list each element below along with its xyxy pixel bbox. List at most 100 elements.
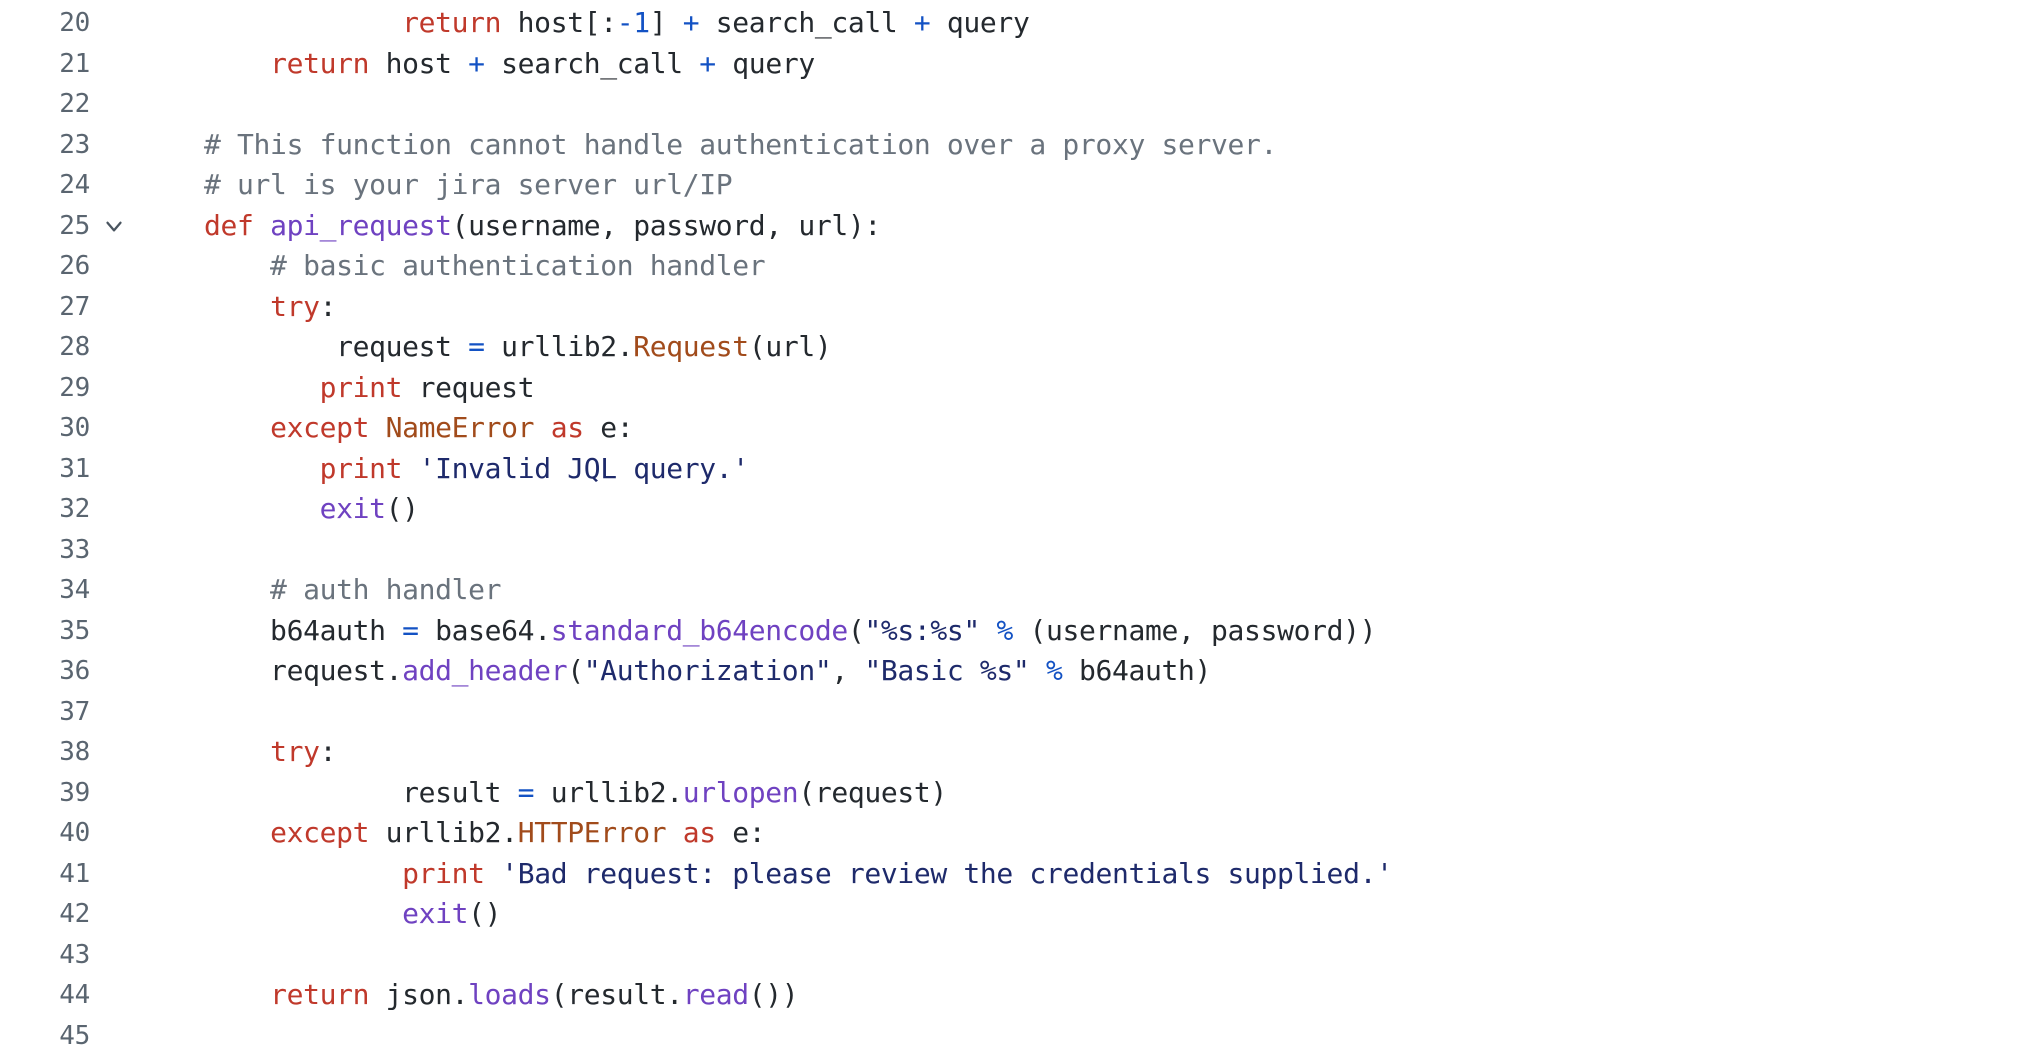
- token-string: 'Invalid JQL query.': [419, 452, 749, 485]
- code-line-content: # auth handler: [138, 570, 2022, 611]
- token-keyword: as: [551, 411, 584, 444]
- code-line-content: try:: [138, 732, 2022, 773]
- code-line[interactable]: 25 def api_request(username, password, u…: [0, 206, 2022, 247]
- code-editor[interactable]: 20 return host[:-1] + search_call + quer…: [0, 0, 2022, 1032]
- line-number: 33: [0, 530, 90, 571]
- line-number: 25: [0, 206, 90, 247]
- line-number: 21: [0, 44, 90, 85]
- code-line-content: def api_request(username, password, url)…: [138, 206, 2022, 247]
- code-line[interactable]: 29 print request: [0, 368, 2022, 409]
- code-line-content: # url is your jira server url/IP: [138, 165, 2022, 206]
- code-line[interactable]: 45: [0, 1016, 2022, 1056]
- code-line[interactable]: 33: [0, 530, 2022, 571]
- token-plain: [369, 411, 386, 444]
- code-line[interactable]: 39 result = urllib2.urlopen(request): [0, 773, 2022, 814]
- code-line[interactable]: 36 request.add_header("Authorization", "…: [0, 651, 2022, 692]
- line-number: 26: [0, 246, 90, 287]
- code-line-content: result = urllib2.urlopen(request): [138, 773, 2022, 814]
- code-line[interactable]: 22: [0, 84, 2022, 125]
- token-func: loads: [468, 978, 551, 1011]
- code-line[interactable]: 30 except NameError as e:: [0, 408, 2022, 449]
- token-operator: %: [1046, 654, 1063, 687]
- token-string: "Basic %s": [864, 654, 1029, 687]
- code-line[interactable]: 27 try:: [0, 287, 2022, 328]
- token-plain: [254, 209, 271, 242]
- code-line-content: return json.loads(result.read()): [138, 975, 2022, 1016]
- code-line-content: print 'Bad request: please review the cr…: [138, 854, 2022, 895]
- code-line-content: try:: [138, 287, 2022, 328]
- token-plain: host[:: [501, 6, 617, 39]
- code-line-content: return host + search_call + query: [138, 44, 2022, 85]
- token-plain: [138, 978, 270, 1011]
- token-keyword: return: [402, 6, 501, 39]
- token-plain: [980, 614, 997, 647]
- token-plain: request.: [138, 654, 402, 687]
- code-line-content: except NameError as e:: [138, 408, 2022, 449]
- code-line[interactable]: 44 return json.loads(result.read()): [0, 975, 2022, 1016]
- code-line-content: exit(): [138, 489, 2022, 530]
- code-line[interactable]: 26 # basic authentication handler: [0, 246, 2022, 287]
- token-keyword: try: [270, 735, 320, 768]
- token-plain: b64auth: [138, 614, 402, 647]
- line-number: 41: [0, 854, 90, 895]
- token-operator: +: [683, 6, 700, 39]
- token-plain: [138, 492, 320, 525]
- code-line[interactable]: 35 b64auth = base64.standard_b64encode("…: [0, 611, 2022, 652]
- token-keyword: except: [270, 411, 369, 444]
- token-plain: [534, 411, 551, 444]
- token-operator: =: [468, 330, 485, 363]
- token-plain: (result.: [551, 978, 683, 1011]
- token-keyword: return: [270, 47, 369, 80]
- token-plain: urllib2.: [534, 776, 683, 809]
- token-operator: =: [402, 614, 419, 647]
- token-plain: (: [567, 654, 584, 687]
- code-line[interactable]: 21 return host + search_call + query: [0, 44, 2022, 85]
- token-class: Request: [633, 330, 749, 363]
- token-plain: [138, 47, 270, 80]
- token-keyword: print: [320, 371, 403, 404]
- token-plain: (request): [798, 776, 947, 809]
- line-number: 30: [0, 408, 90, 449]
- code-line[interactable]: 24 # url is your jira server url/IP: [0, 165, 2022, 206]
- token-class: NameError: [386, 411, 535, 444]
- token-plain: [1029, 654, 1046, 687]
- code-line[interactable]: 40 except urllib2.HTTPError as e:: [0, 813, 2022, 854]
- token-plain: request: [402, 371, 534, 404]
- token-plain: [666, 816, 683, 849]
- code-line-content: return host[:-1] + search_call + query: [138, 3, 2022, 44]
- code-line[interactable]: 32 exit(): [0, 489, 2022, 530]
- token-func: api_request: [270, 209, 452, 242]
- token-plain: base64.: [419, 614, 551, 647]
- line-number: 24: [0, 165, 90, 206]
- code-line[interactable]: 37: [0, 692, 2022, 733]
- token-plain: [138, 411, 270, 444]
- code-line[interactable]: 31 print 'Invalid JQL query.': [0, 449, 2022, 490]
- code-line-content: b64auth = base64.standard_b64encode("%s:…: [138, 611, 2022, 652]
- token-plain: [138, 452, 320, 485]
- code-line[interactable]: 28 request = urllib2.Request(url): [0, 327, 2022, 368]
- chevron-down-icon[interactable]: [90, 213, 138, 239]
- token-plain: [138, 735, 270, 768]
- code-line-content: except urllib2.HTTPError as e:: [138, 813, 2022, 854]
- token-plain: result: [138, 776, 518, 809]
- token-plain: search_call: [485, 47, 700, 80]
- code-line[interactable]: 42 exit(): [0, 894, 2022, 935]
- code-line-content: # This function cannot handle authentica…: [138, 125, 2022, 166]
- code-line-content: # basic authentication handler: [138, 246, 2022, 287]
- line-number: 23: [0, 125, 90, 166]
- token-func: urlopen: [683, 776, 799, 809]
- code-line[interactable]: 38 try:: [0, 732, 2022, 773]
- token-string: 'Bad request: please review the credenti…: [501, 857, 1392, 890]
- code-line[interactable]: 41 print 'Bad request: please review the…: [0, 854, 2022, 895]
- code-line[interactable]: 34 # auth handler: [0, 570, 2022, 611]
- token-operator: +: [468, 47, 485, 80]
- line-number: 22: [0, 84, 90, 125]
- code-line[interactable]: 43: [0, 935, 2022, 976]
- line-number: 44: [0, 975, 90, 1016]
- line-number: 38: [0, 732, 90, 773]
- token-plain: search_call: [699, 6, 914, 39]
- token-func: standard_b64encode: [551, 614, 848, 647]
- token-plain: ,: [831, 654, 864, 687]
- code-line[interactable]: 20 return host[:-1] + search_call + quer…: [0, 3, 2022, 44]
- code-line[interactable]: 23 # This function cannot handle authent…: [0, 125, 2022, 166]
